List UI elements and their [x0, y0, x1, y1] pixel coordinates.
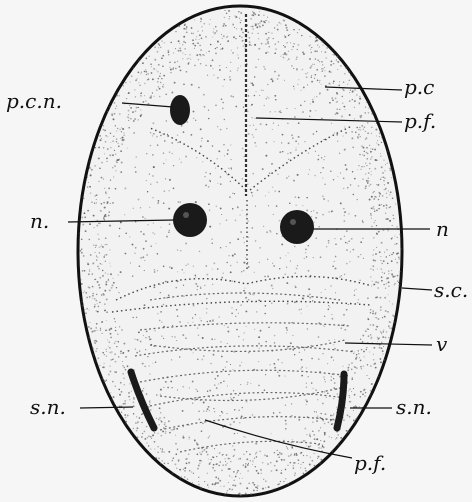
label-n-left: n. — [30, 209, 49, 233]
label-pc: p.c — [404, 75, 434, 99]
label-sn-left: s.n. — [30, 395, 66, 419]
nucleus-right — [280, 210, 314, 244]
label-pf-top: p.f. — [404, 109, 436, 133]
nucleus-left — [173, 203, 207, 237]
pre-conjugation-nucleus — [170, 95, 190, 125]
label-sn-right: s.n. — [396, 395, 432, 419]
label-n-right: n — [436, 217, 449, 241]
label-v: v — [436, 332, 448, 356]
label-pcn: p.c.n. — [6, 89, 62, 113]
label-pf-bottom: p.f. — [354, 451, 386, 475]
leader-sc — [402, 288, 432, 290]
label-sc: s.c. — [434, 278, 468, 302]
